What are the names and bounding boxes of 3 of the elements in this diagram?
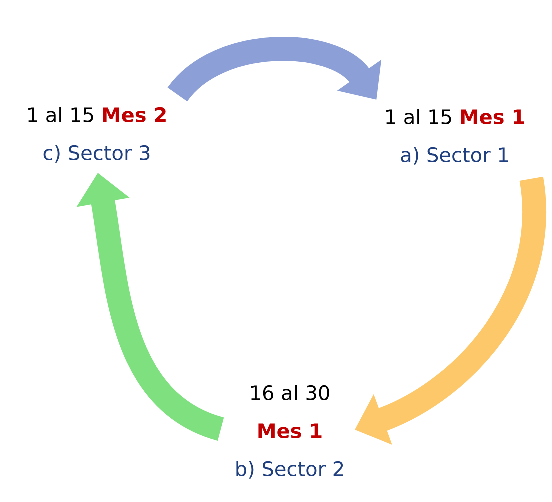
step-label: 1 al 15 Mes 2 c) Sector 3	[28, 107, 166, 163]
step-label: 16 al 30 Mes 1 b) Sector 2	[236, 385, 344, 479]
step-label: 1 al 15 Mes 1 a) Sector 1	[386, 109, 524, 165]
